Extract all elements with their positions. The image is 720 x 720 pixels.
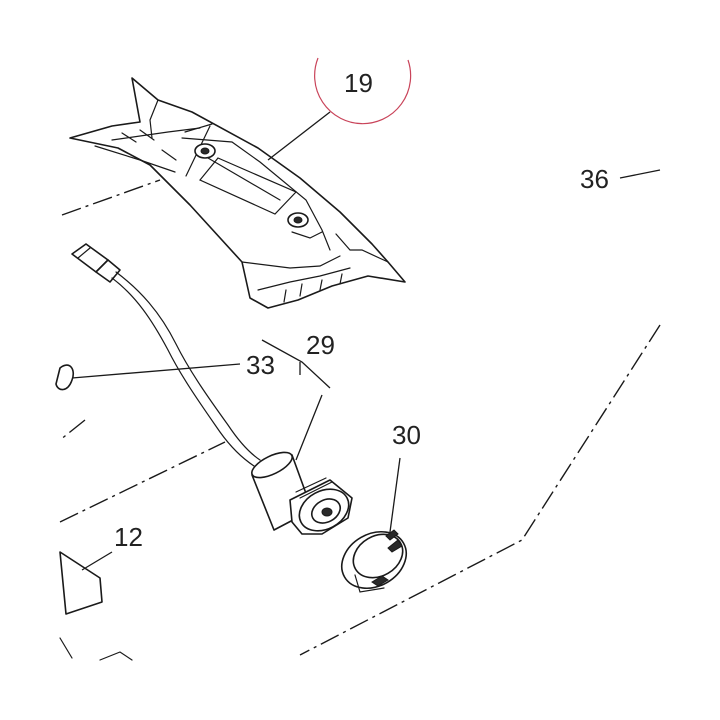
callout-29: 29 [306,330,335,360]
callout-36: 36 [580,164,609,194]
callout-33: 33 [246,350,275,380]
part-12-bracket [59,551,133,661]
leader-lines [71,111,661,571]
part-30-socket-cap [341,529,407,593]
highlight-arc [314,57,412,125]
part-29-power-socket [251,451,353,535]
phantom-outline-lines [59,179,661,656]
part-33-wire-harness [55,243,261,467]
callout-30: 30 [392,420,421,450]
part-19-cover-panel [69,77,406,309]
callout-12: 12 [114,522,143,552]
callout-19: 19 [344,68,373,98]
